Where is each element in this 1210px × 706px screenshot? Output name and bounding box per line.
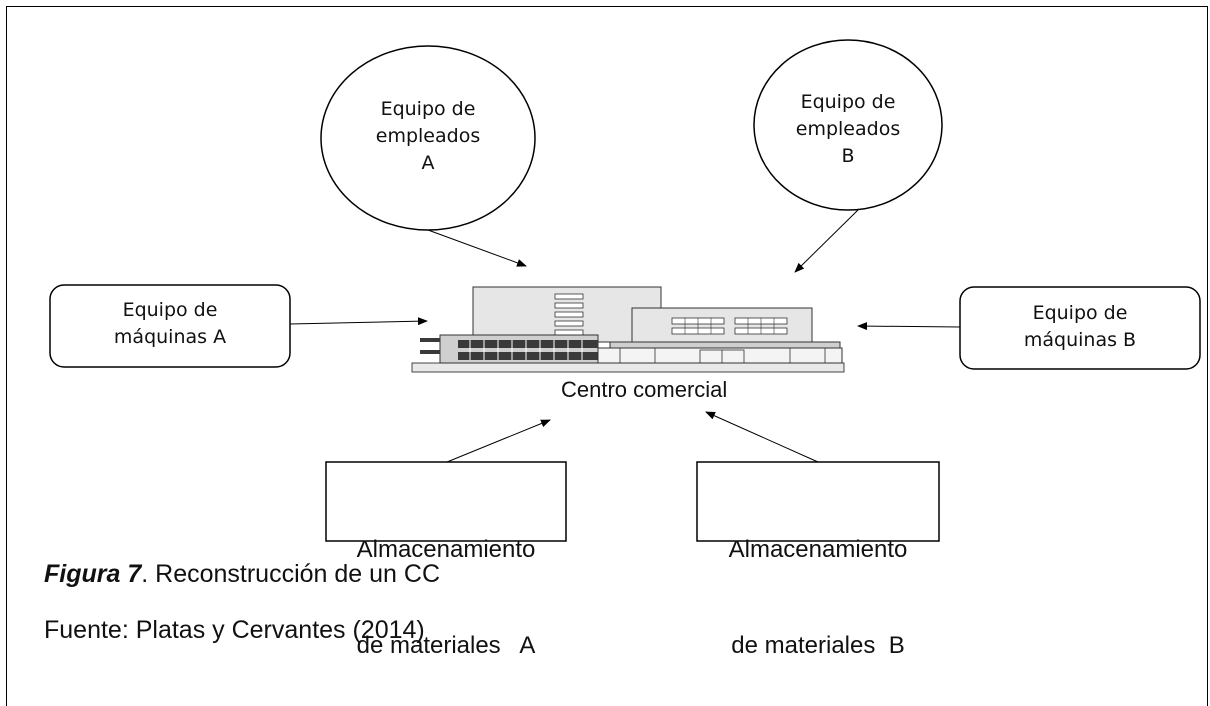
storage-b-line1: Almacenamiento: [728, 536, 908, 563]
machines-b-line1: Equipo de: [1032, 302, 1128, 324]
team-a-line3: A: [421, 152, 435, 174]
machines-a-line1: Equipo de: [122, 299, 218, 321]
center-label: Centro comercial: [561, 377, 728, 402]
team-b-ellipse: [753, 39, 943, 211]
arrow-machines-a: [289, 317, 428, 326]
arrow-team-b: [794, 209, 859, 273]
machines-a-box: [49, 284, 291, 368]
team-b-line3: B: [841, 145, 855, 167]
machines-a-line2: máquinas A: [113, 326, 227, 348]
figure-frame: [6, 6, 1208, 706]
team-b-label: Equipo de empleados B: [768, 89, 928, 170]
shopping-center-illustration: [411, 286, 845, 373]
team-a-line2: empleados: [375, 125, 481, 147]
machines-b-box: [959, 286, 1201, 370]
storage-a-box: [325, 461, 567, 542]
team-b-line2: empleados: [795, 118, 901, 140]
arrow-storage-b: [705, 411, 819, 463]
team-a-line1: Equipo de: [380, 98, 476, 120]
storage-b-label: Almacenamiento de materiales B: [697, 470, 939, 694]
arrow-storage-a: [446, 419, 551, 463]
machines-a-label: Equipo de máquinas A: [70, 297, 270, 351]
team-b-line1: Equipo de: [800, 91, 896, 113]
storage-b-line2: de materiales B: [731, 632, 905, 659]
figure-source: Fuente: Platas y Cervantes (2014): [44, 616, 425, 644]
arrow-team-a: [427, 229, 527, 267]
storage-a-line2: de materiales A: [356, 632, 536, 659]
storage-a-line1: Almacenamiento: [356, 536, 536, 563]
storage-b-box: [696, 461, 940, 542]
arrow-machines-b: [857, 322, 961, 331]
machines-b-line2: máquinas B: [1023, 329, 1137, 351]
team-a-label: Equipo de empleados A: [348, 96, 508, 177]
storage-a-label: Almacenamiento de materiales A: [326, 470, 566, 694]
machines-b-label: Equipo de máquinas B: [980, 300, 1180, 354]
figure-title: . Reconstrucción de un CC: [141, 560, 441, 588]
figure-caption: Figura 7. Reconstrucción de un CC: [44, 560, 440, 589]
figure-number: Figura 7: [44, 560, 142, 588]
